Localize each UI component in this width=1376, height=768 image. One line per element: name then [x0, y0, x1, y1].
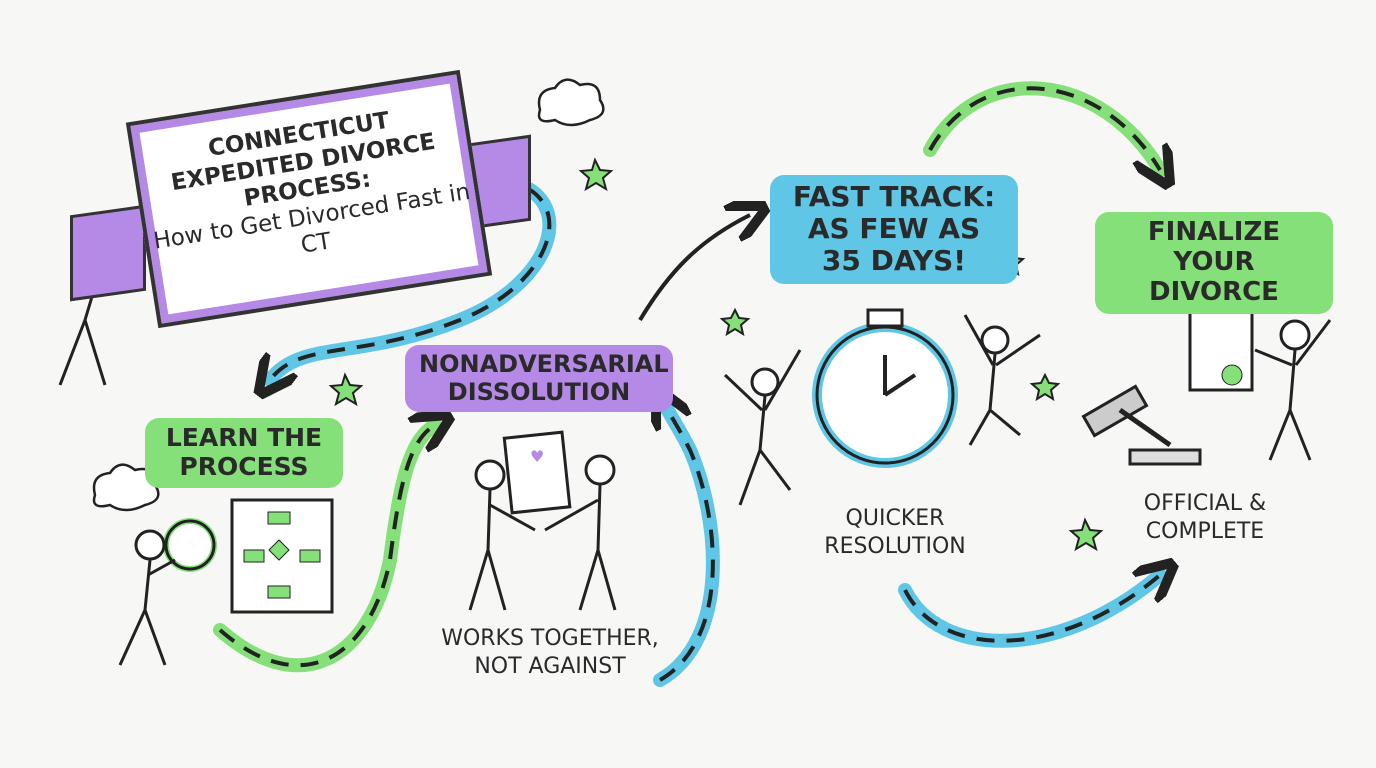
jumping-person-icon	[723, 314, 1041, 506]
arrow-icon	[923, 81, 1167, 177]
stopwatch-icon	[812, 308, 958, 468]
thought-cloud-icon	[92, 78, 605, 512]
stick-figures	[58, 239, 1332, 666]
flowchart-icon	[230, 498, 334, 614]
step-fast-track-caption: Quicker Resolution	[824, 506, 966, 559]
step-finalize-caption: Official & Complete	[1143, 491, 1267, 544]
step-learn-label: Learn the Process	[145, 418, 343, 488]
step-finalize-label: Finalize Your Divorce	[1095, 212, 1333, 314]
document-heart-icon: ♥	[502, 430, 572, 515]
handshake-icon	[468, 454, 617, 611]
step-fast-track-label: Fast Track: As Few As 35 Days!	[770, 175, 1018, 284]
step-nonadversarial-caption: Works Together, Not Against	[441, 626, 659, 679]
magnifier-icon	[163, 518, 217, 572]
arrow-icon	[638, 215, 750, 322]
banner-ribbon-left	[70, 204, 146, 302]
gavel-icon	[1081, 384, 1202, 466]
arrow-icon	[898, 568, 1167, 648]
svg-text:♥: ♥	[530, 447, 544, 466]
certificate-icon	[1188, 306, 1254, 392]
step-nonadversarial-label: Nonadversarial Dissolution	[405, 345, 673, 413]
